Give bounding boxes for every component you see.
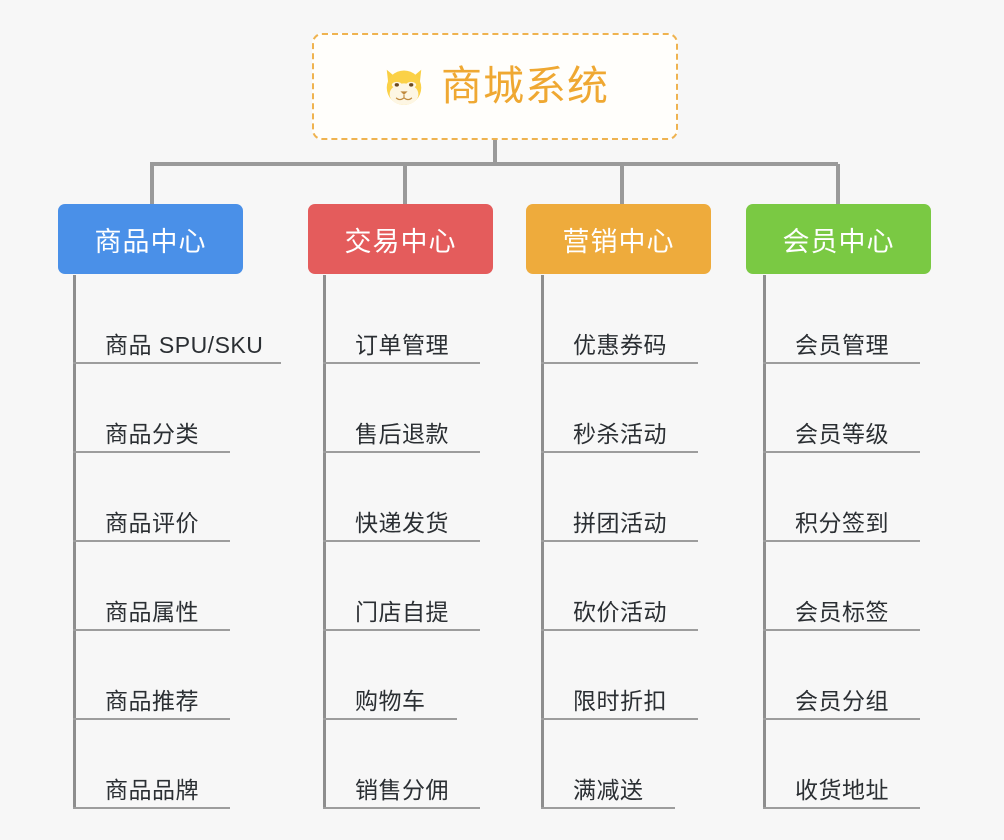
dog-face-icon xyxy=(386,69,422,105)
leaf-item[interactable]: 商品品牌 xyxy=(73,720,230,809)
leaf-item[interactable]: 限时折扣 xyxy=(541,631,698,720)
category-label-product-center: 商品中心 xyxy=(94,226,207,257)
leaf-label: 满减送 xyxy=(573,776,644,803)
category-label-member-center: 会员中心 xyxy=(782,226,895,257)
leaf-label: 积分签到 xyxy=(795,509,889,536)
leaf-item[interactable]: 商品属性 xyxy=(73,542,230,631)
branch-spine-marketing-center xyxy=(541,275,544,809)
branch-drop-member-center xyxy=(836,164,840,206)
leaf-label: 优惠券码 xyxy=(573,331,667,358)
category-box-marketing-center[interactable]: 营销中心 xyxy=(526,204,711,274)
leaf-label: 销售分佣 xyxy=(355,776,449,803)
leaf-label: 会员分组 xyxy=(795,687,889,714)
leaf-label: 售后退款 xyxy=(355,420,449,447)
leaf-label: 会员等级 xyxy=(795,420,889,447)
leaf-item[interactable]: 售后退款 xyxy=(323,364,480,453)
root-node[interactable]: 商城系统 xyxy=(312,33,678,140)
leaf-label: 秒杀活动 xyxy=(573,420,667,447)
category-box-product-center[interactable]: 商品中心 xyxy=(58,204,243,274)
branch-drop-marketing-center xyxy=(620,164,624,206)
leaf-label: 门店自提 xyxy=(355,598,449,625)
leaf-label: 拼团活动 xyxy=(573,509,667,536)
leaf-item[interactable]: 满减送 xyxy=(541,720,675,809)
leaf-label: 商品推荐 xyxy=(105,687,199,714)
leaf-item[interactable]: 销售分佣 xyxy=(323,720,480,809)
leaf-item[interactable]: 收货地址 xyxy=(763,720,920,809)
leaf-item[interactable]: 门店自提 xyxy=(323,542,480,631)
branch-drop-trade-center xyxy=(403,164,407,206)
leaf-label: 限时折扣 xyxy=(573,687,667,714)
leaf-item[interactable]: 商品推荐 xyxy=(73,631,230,720)
leaf-item[interactable]: 会员等级 xyxy=(763,364,920,453)
category-label-marketing-center: 营销中心 xyxy=(562,226,675,257)
branch-drop-product-center xyxy=(150,164,154,206)
leaf-item[interactable]: 拼团活动 xyxy=(541,453,698,542)
leaf-label: 会员管理 xyxy=(795,331,889,358)
category-box-trade-center[interactable]: 交易中心 xyxy=(308,204,493,274)
branch-spine-trade-center xyxy=(323,275,326,809)
branch-spine-member-center xyxy=(763,275,766,809)
leaf-item[interactable]: 商品评价 xyxy=(73,453,230,542)
leaf-item[interactable]: 快递发货 xyxy=(323,453,480,542)
leaf-label: 商品 SPU/SKU xyxy=(105,331,264,358)
leaf-item[interactable]: 购物车 xyxy=(323,631,457,720)
leaf-item[interactable]: 订单管理 xyxy=(323,275,480,364)
leaf-item[interactable]: 商品 SPU/SKU xyxy=(73,275,281,364)
leaf-item[interactable]: 积分签到 xyxy=(763,453,920,542)
leaf-label: 砍价活动 xyxy=(573,598,667,625)
leaf-item[interactable]: 会员标签 xyxy=(763,542,920,631)
category-label-trade-center: 交易中心 xyxy=(344,226,457,257)
leaf-label: 快递发货 xyxy=(355,509,449,536)
leaf-label: 商品品牌 xyxy=(105,776,199,803)
leaf-label: 收货地址 xyxy=(795,776,889,803)
root-stem-connector xyxy=(493,140,497,164)
leaf-label: 商品评价 xyxy=(105,509,199,536)
leaf-item[interactable]: 优惠券码 xyxy=(541,275,698,364)
category-box-member-center[interactable]: 会员中心 xyxy=(746,204,931,274)
root-title: 商城系统 xyxy=(441,63,609,109)
leaf-item[interactable]: 会员管理 xyxy=(763,275,920,364)
leaf-item[interactable]: 砍价活动 xyxy=(541,542,698,631)
leaf-item[interactable]: 会员分组 xyxy=(763,631,920,720)
leaf-label: 商品分类 xyxy=(105,420,199,447)
leaf-label: 购物车 xyxy=(355,687,426,714)
leaf-item[interactable]: 商品分类 xyxy=(73,364,230,453)
trunk-connector xyxy=(150,162,838,166)
leaf-label: 会员标签 xyxy=(795,598,889,625)
branch-spine-product-center xyxy=(73,275,76,809)
leaf-item[interactable]: 秒杀活动 xyxy=(541,364,698,453)
leaf-label: 商品属性 xyxy=(105,598,199,625)
leaf-label: 订单管理 xyxy=(355,331,449,358)
